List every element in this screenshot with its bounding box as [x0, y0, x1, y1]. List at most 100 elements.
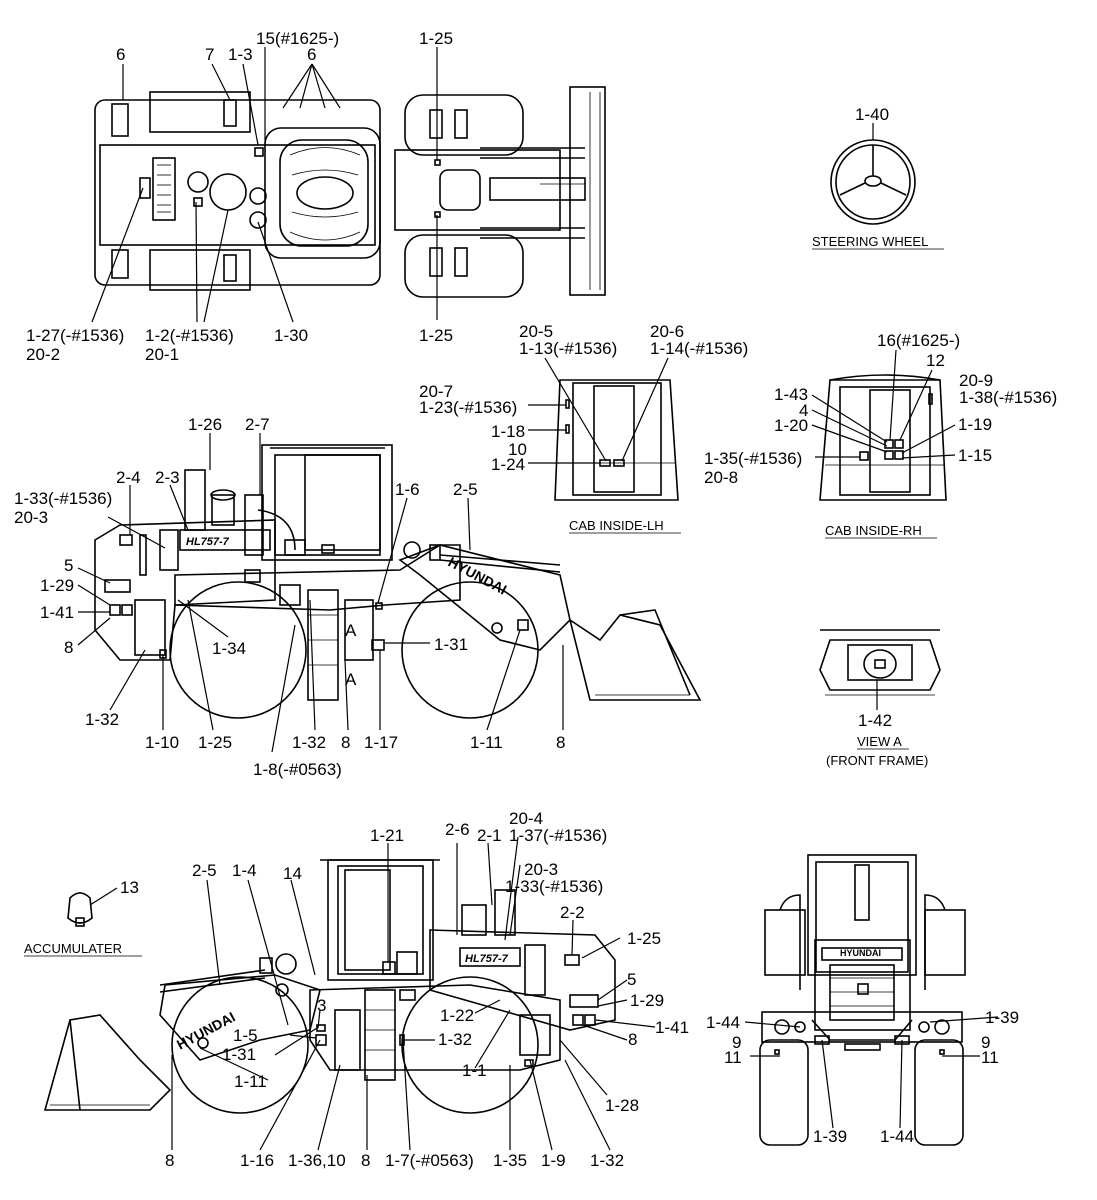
view-marker-a-arrow: A [345, 621, 357, 640]
callout: 1-23(-#1536) [419, 398, 517, 417]
callout: 20-8 [704, 468, 738, 487]
callout: 1-44 [706, 1013, 740, 1032]
callout: 2-3 [155, 468, 180, 487]
callout: 1-40 [855, 105, 889, 124]
callout: 1-11 [234, 1072, 267, 1091]
callout: 1-5 [233, 1026, 258, 1045]
callouts-cab-rh: 16(#1625-) 12 20-9 1-38(-#1536) 1-43 4 1… [704, 331, 1057, 487]
callout: 1-21 [370, 826, 404, 845]
callout: 1-17 [364, 733, 398, 752]
callout: 20-2 [26, 345, 60, 364]
callout: 3 [317, 996, 326, 1015]
callout: 1-4 [232, 861, 257, 880]
callout: 1-15 [958, 446, 992, 465]
callout: 2-5 [192, 861, 217, 880]
callout: 1-33(-#1536) [14, 489, 112, 508]
callout: 9 [981, 1033, 990, 1052]
callout: 12 [926, 351, 945, 370]
view-captions: STEERING WHEEL CAB INSIDE-LH CAB INSIDE-… [24, 234, 944, 957]
callout: 8 [628, 1030, 637, 1049]
callout: 20-3 [524, 860, 558, 879]
callout: 1-10 [145, 733, 179, 752]
callout: 1-33(-#1536) [505, 877, 603, 896]
view-marker-a-arrow-lower: A [345, 670, 357, 689]
callout: 1-14(-#1536) [650, 339, 748, 358]
caption-view-a: VIEW A [857, 734, 902, 749]
top-view-drawing [94, 86, 606, 298]
callout: 1-25 [627, 929, 661, 948]
cab-inside-rh-drawing [819, 374, 947, 501]
accumulator-drawing [67, 892, 93, 927]
callout: 1-20 [774, 416, 808, 435]
callout: 1-11 [470, 733, 503, 752]
callout: 1-8(-#0563) [253, 760, 342, 779]
callout: 1-29 [40, 576, 74, 595]
callout: 1-35(-#1536) [704, 449, 802, 468]
callout: 7 [205, 45, 214, 64]
callout: 1-2(-#1536) [145, 326, 234, 345]
caption-cab-inside-lh: CAB INSIDE-LH [569, 518, 664, 533]
callout: 2-1 [477, 826, 502, 845]
callout: 2-6 [445, 820, 470, 839]
callout: 1-30 [274, 326, 308, 345]
callout: 1-1 [462, 1061, 487, 1080]
callout: 9 [732, 1033, 741, 1052]
callout: 14 [283, 864, 302, 883]
callout: 1-32 [292, 733, 326, 752]
callout: 20-7 [419, 382, 453, 401]
callout: 1-42 [858, 711, 892, 730]
callout: 10 [508, 440, 527, 459]
callout: 1-38(-#1536) [959, 388, 1057, 407]
callout: 2-5 [453, 480, 478, 499]
callout: 20-3 [14, 508, 48, 527]
callout: 1-9 [541, 1151, 566, 1170]
caption-accumulater: ACCUMULATER [24, 941, 122, 956]
callout: 16(#1625-) [877, 331, 960, 350]
callout: 1-19 [958, 415, 992, 434]
callouts-side-lh: 1-26 2-7 2-4 2-3 1-33(-#1536) 20-3 1-6 2… [14, 415, 565, 779]
callout: 5 [627, 970, 636, 989]
callout: 1-31 [222, 1045, 256, 1064]
callout: 20-4 [509, 809, 543, 828]
callout: 1-32 [438, 1030, 472, 1049]
callouts-rear: 1-44 1-39 9 11 9 11 1-39 1-44 [706, 1008, 1019, 1146]
callout: 1-28 [605, 1096, 639, 1115]
view-a-front-frame-drawing [819, 629, 941, 696]
callout: 1-34 [212, 639, 246, 658]
callout: 1-25 [419, 326, 453, 345]
callout: 1-6 [395, 480, 420, 499]
callout: 11 [981, 1048, 999, 1067]
callout: 1-29 [630, 991, 664, 1010]
callout: 1-31 [434, 635, 468, 654]
callout: 6 [116, 45, 125, 64]
callout: 1-43 [774, 385, 808, 404]
callout: 1-27(-#1536) [26, 326, 124, 345]
callout: 8 [361, 1151, 370, 1170]
callout: 1-25 [198, 733, 232, 752]
callout: 2-4 [116, 468, 141, 487]
callout: 1-13(-#1536) [519, 339, 617, 358]
callout: 1-39 [985, 1008, 1019, 1027]
callouts-top: 6 7 1-3 15(#1625-) 6 1-25 1-27(-#1536) 2… [26, 29, 889, 364]
callout: 1-16 [240, 1151, 274, 1170]
callouts-view-a: 1-42 [858, 711, 892, 730]
callout: 20-1 [145, 345, 179, 364]
callout: 1-18 [491, 422, 525, 441]
callout: 8 [165, 1151, 174, 1170]
callout: 2-7 [245, 415, 270, 434]
callout: 1-41 [40, 603, 74, 622]
callout: 20-5 [519, 322, 553, 341]
rear-view-drawing: HYUNDAI [759, 854, 966, 1146]
callout: 1-32 [85, 710, 119, 729]
callout: 1-24 [491, 455, 525, 474]
callout: 1-41 [655, 1018, 689, 1037]
callout: 15(#1625-) [256, 29, 339, 48]
callout: 8 [64, 638, 73, 657]
callout: 1-3 [228, 45, 253, 64]
model-decal-lh: HL757-7 [186, 536, 230, 548]
callout: 13 [120, 878, 139, 897]
hyundai-decal-rear: HYUNDAI [840, 948, 881, 958]
callout: 8 [556, 733, 565, 752]
callout: 1-35 [493, 1151, 527, 1170]
